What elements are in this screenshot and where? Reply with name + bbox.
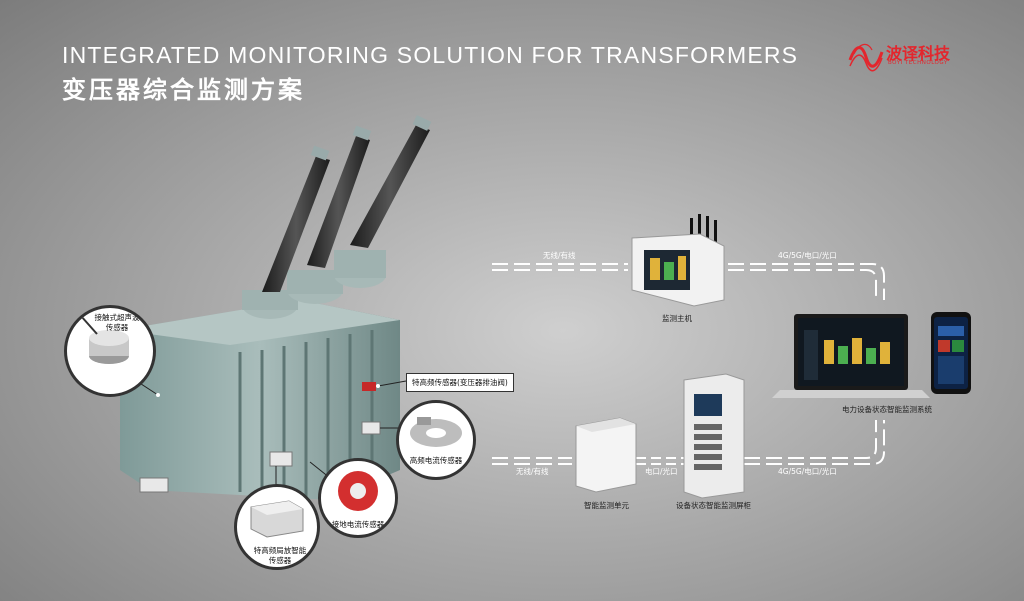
link-label-port: 电口/光口	[645, 467, 678, 476]
ultrasonic-sensor-label-1: 接触式超声波	[94, 313, 140, 322]
host-antennas	[690, 214, 717, 244]
ground-current-sensor-icon	[338, 471, 378, 511]
ultrasonic-sensor-label-2: 传感器	[105, 323, 129, 332]
brand-logo-icon	[848, 43, 884, 72]
title-en: INTEGRATED MONITORING SOLUTION FOR TRANS…	[62, 42, 799, 68]
brand-name: 波译科技	[886, 44, 951, 63]
link-line-top-right	[728, 263, 885, 300]
bushing-3	[350, 125, 430, 248]
unit-label: 智能监测单元	[584, 501, 629, 510]
ground-current-sensor-callout: 接地电流传感器	[318, 458, 398, 538]
ground-current-sensor-label: 接地电流传感器	[331, 520, 385, 529]
phone	[931, 312, 971, 394]
link-label-wireless-top: 无线/有线	[543, 251, 576, 260]
uhf-valve-sensor-label: 特高频传感器(变压器排油阀)	[406, 373, 514, 392]
pd-sensor-label-2: 传感器	[268, 556, 292, 565]
link-line-top-right-2	[728, 269, 877, 300]
pd-sensor-label-1: 特高频局放智能	[253, 546, 307, 555]
bushing-2	[307, 136, 370, 268]
hf-current-sensor-label: 高频电流传感器	[409, 456, 463, 465]
link-line-bottom-right	[744, 420, 877, 459]
ultrasonic-sensor-icon	[80, 315, 129, 364]
link-label-network-bottom: 4G/5G/电口/光口	[778, 467, 837, 476]
uhf-valve-sensor	[362, 382, 376, 391]
title-cn: 变压器综合监测方案	[62, 76, 305, 104]
brand-tagline: BOYI TECHNOLOGY	[888, 60, 948, 66]
cabinet-label: 设备状态智能监测屏柜	[676, 501, 751, 510]
transformer-top	[120, 300, 400, 345]
link-label-network-top: 4G/5G/电口/光口	[778, 251, 837, 260]
bushing-1	[262, 156, 330, 292]
hf-current-sensor-callout: 高频电流传感器	[396, 400, 476, 480]
hf-current-sensor-icon	[410, 417, 462, 447]
brand-logo: 波译科技 BOYI TECHNOLOGY	[848, 40, 978, 74]
pd-sensor-callout: 特高频局放智能 传感器	[234, 484, 320, 570]
host-label: 监测主机	[662, 314, 692, 323]
link-label-wireless-bottom: 无线/有线	[516, 467, 549, 476]
ultrasonic-sensor-callout: 接触式超声波 传感器	[64, 305, 156, 397]
link-line-bottom-right-2	[744, 420, 885, 465]
transformer-tank	[120, 300, 400, 500]
pd-sensor-icon	[250, 500, 304, 538]
system-label: 电力设备状态智能监测系统	[842, 405, 932, 414]
